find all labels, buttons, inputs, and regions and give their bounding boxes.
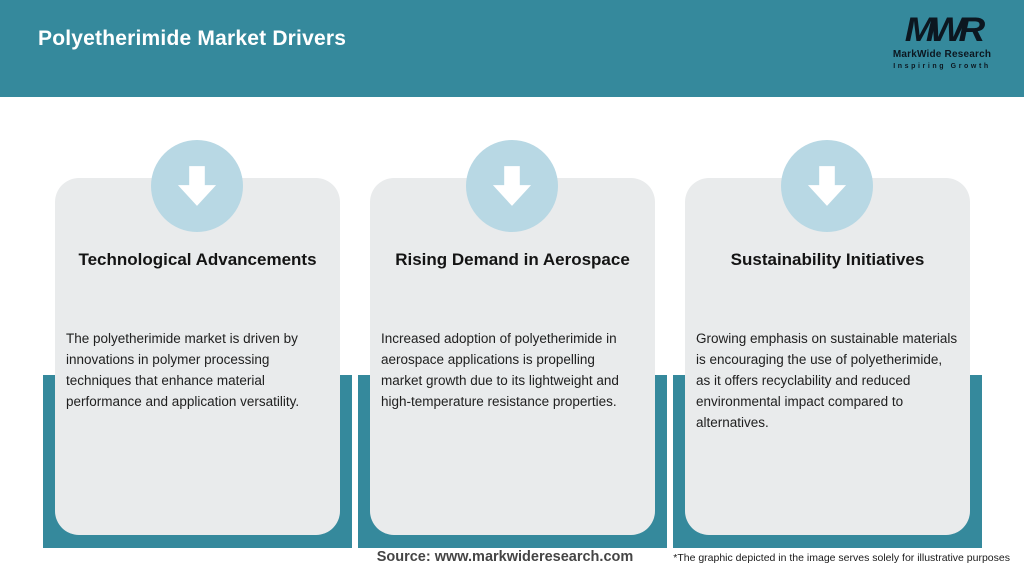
driver-card — [55, 178, 340, 535]
card-body: The polyetherimide market is driven by i… — [66, 331, 300, 409]
source-text: Source: www.markwideresearch.com — [376, 549, 634, 565]
header-bar: Polyetherimide Market Drivers MWR MarkWi… — [0, 0, 1024, 97]
down-arrow-icon — [781, 140, 873, 232]
driver-card — [370, 178, 655, 535]
down-arrow-icon — [151, 140, 243, 232]
markwide-logo: MWR MarkWide Research Inspiring Growth — [878, 11, 1006, 70]
logo-tagline: Inspiring Growth — [893, 63, 991, 70]
card-body: Growing emphasis on sustainable material… — [696, 331, 958, 430]
mwr-monogram-icon: MWR — [904, 10, 986, 49]
card-body: Increased adoption of polyetherimide in … — [381, 331, 619, 409]
page-title: Polyetherimide Market Drivers — [38, 27, 347, 50]
driver-card-group-1: Technological Advancements The polyether… — [43, 140, 352, 550]
driver-card — [685, 178, 970, 535]
card-title: Rising Demand in Aerospace — [395, 250, 630, 269]
driver-card-group-2: Rising Demand in Aerospace Increased ado… — [358, 140, 667, 550]
disclaimer-text: *The graphic depicted in the image serve… — [673, 552, 1010, 564]
card-title: Technological Advancements — [78, 250, 317, 269]
card-title: Sustainability Initiatives — [730, 250, 925, 269]
driver-card-group-3: Sustainability Initiatives Growing empha… — [673, 140, 982, 550]
logo-name: MarkWide Research — [892, 49, 992, 60]
down-arrow-icon — [466, 140, 558, 232]
